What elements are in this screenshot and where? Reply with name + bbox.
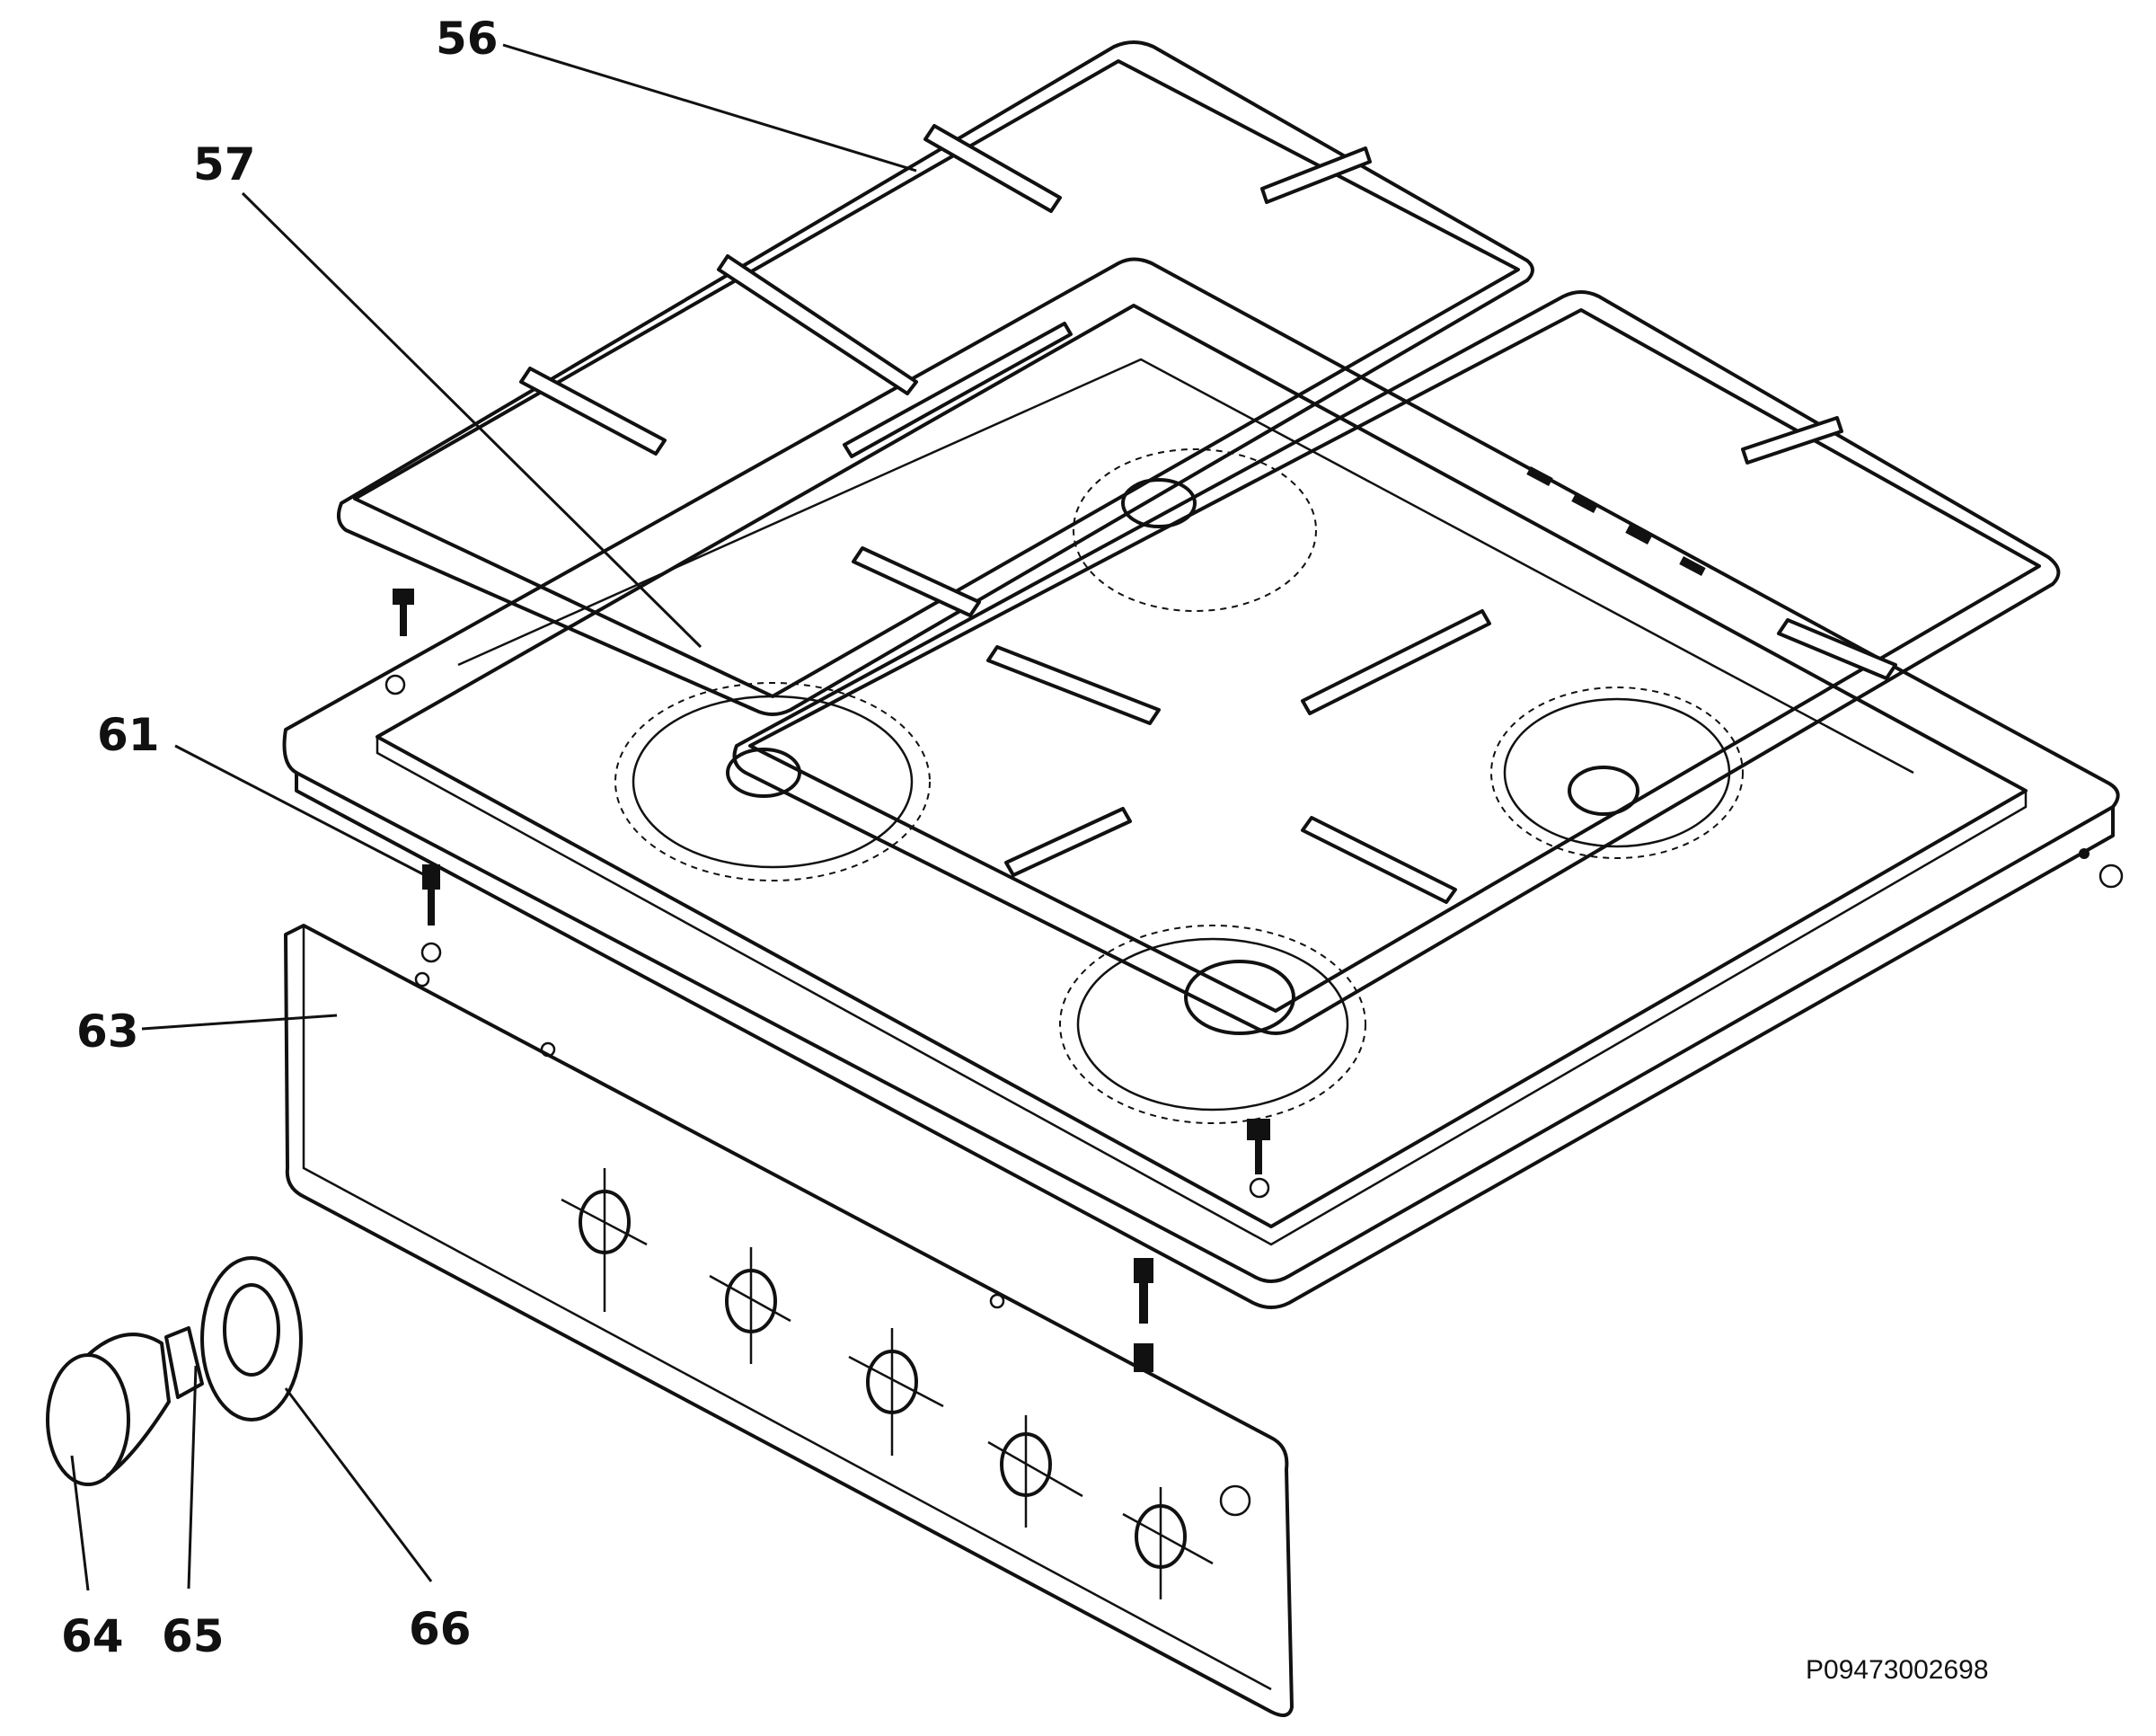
callout-65: 65 (162, 1610, 225, 1662)
knob-64 (46, 1333, 171, 1486)
bezel-66 (200, 1256, 303, 1422)
screw-upper-left (384, 589, 414, 695)
control-panel (284, 924, 1294, 1717)
hob-top-plate (282, 257, 2120, 1309)
spindle-ring-65 (164, 1326, 204, 1399)
callout-66: 66 (409, 1603, 472, 1655)
burner-front (1059, 925, 1366, 1124)
screw-panel-right (1134, 1258, 1153, 1372)
callout-63: 63 (76, 1005, 139, 1058)
callout-64: 64 (61, 1610, 124, 1662)
knob-hole-5 (1122, 1487, 1214, 1599)
callout-56: 56 (436, 13, 499, 65)
callout-57: 57 (193, 138, 256, 190)
knob-hole-1 (561, 1168, 648, 1312)
screw-front (1247, 1119, 1270, 1199)
drawing-code: P09473002698 (1806, 1655, 1989, 1685)
screw-right-corner (2079, 848, 2124, 889)
burner-right (1490, 686, 1744, 859)
knob-hole-4 (987, 1415, 1083, 1528)
hob-top-markings (1526, 466, 1706, 576)
knob-hole-2 (709, 1247, 791, 1364)
callout-61: 61 (97, 709, 160, 761)
pan-support-left (336, 40, 1534, 716)
burner-rear (1073, 448, 1317, 612)
pan-support-right (732, 290, 2061, 1035)
knob-hole-3 (848, 1328, 944, 1456)
leader-lines (70, 43, 917, 1591)
screw-61 (420, 864, 442, 963)
knob-holes (561, 1168, 1214, 1599)
